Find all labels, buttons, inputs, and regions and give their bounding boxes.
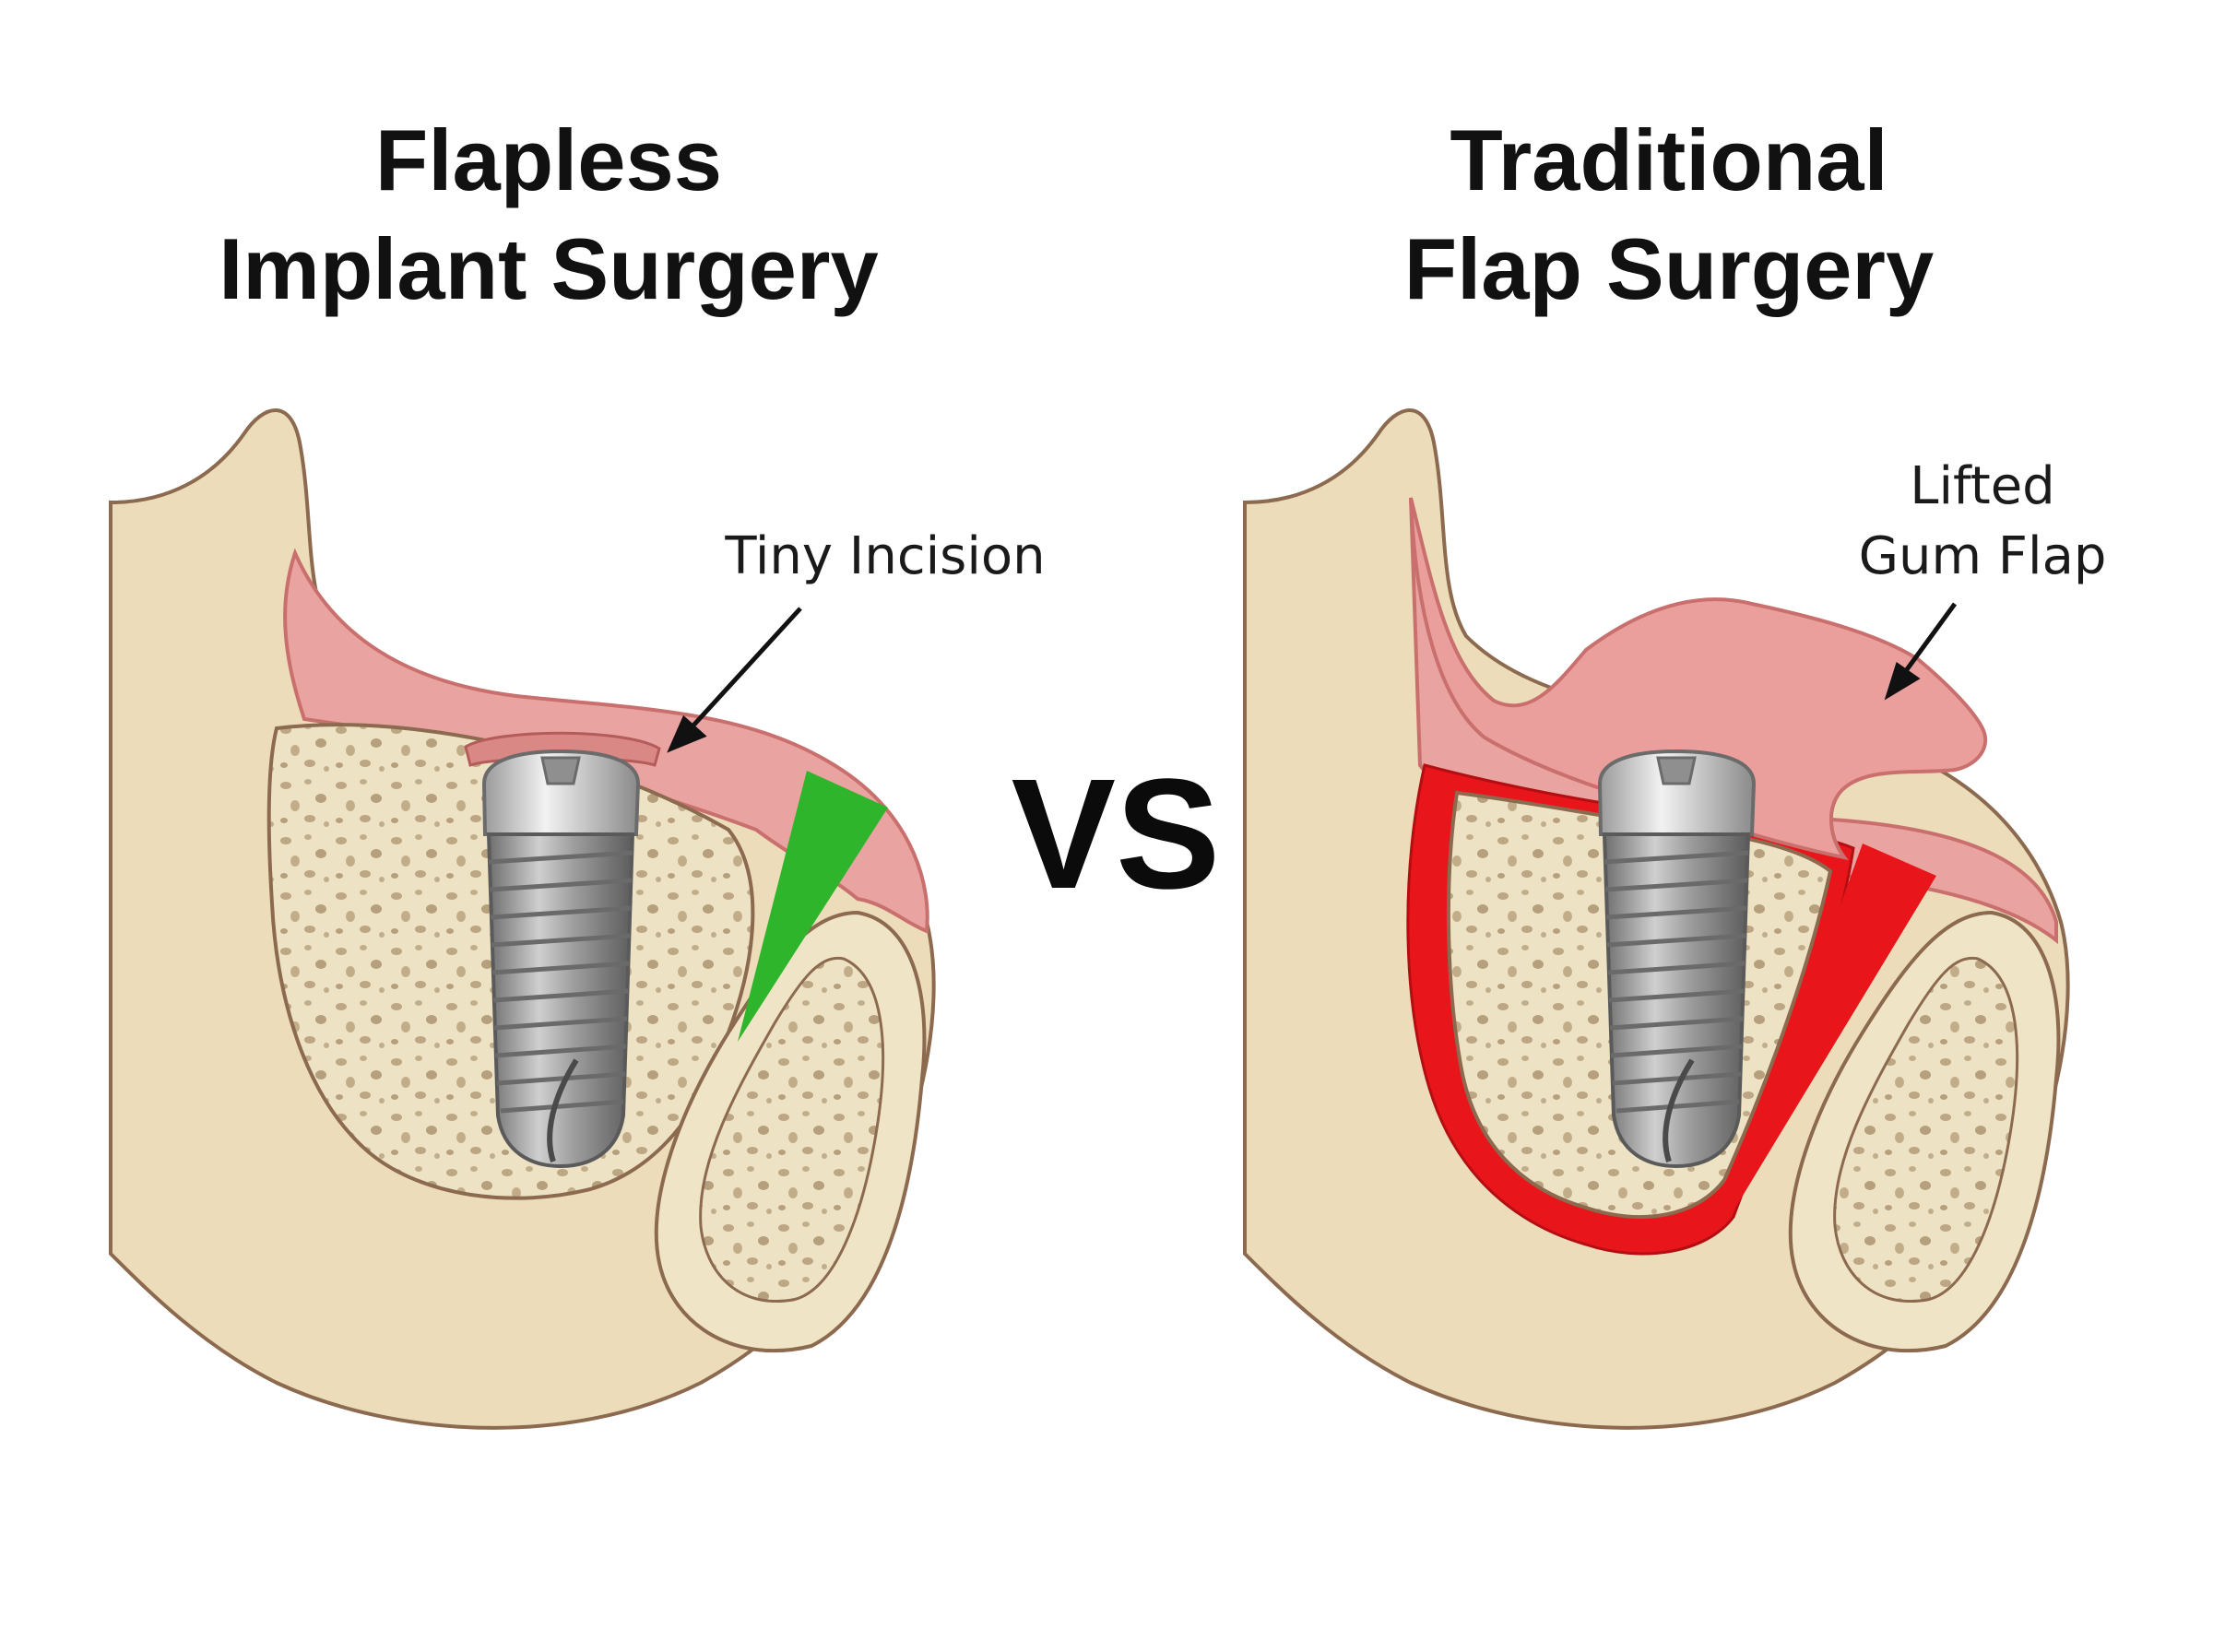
right-jaw-illustration [1243, 408, 2070, 1430]
lifted-gum-flap-line2: Gum Flap [1858, 526, 2107, 586]
left-title: Flapless Implant Surgery [134, 106, 964, 324]
right-trauma-indicator [1724, 844, 1936, 1226]
right-lifted-gum-flap [1409, 497, 1988, 860]
tiny-incision-label: Tiny Incision [701, 522, 1070, 592]
left-title-line2: Implant Surgery [219, 220, 879, 317]
right-title-line1: Traditional [1450, 112, 1888, 208]
left-adjacent-root-inner [699, 956, 885, 1303]
left-jaw-illustration [109, 408, 936, 1430]
right-annotation-arrow [1884, 602, 1958, 701]
right-title-line2: Flap Surgery [1403, 220, 1935, 317]
vs-label: VS [1011, 747, 1221, 922]
right-title: Traditional Flap Surgery [1254, 106, 2084, 324]
left-implant [481, 749, 641, 1169]
right-adjacent-root-inner [1833, 956, 2019, 1303]
lifted-gum-flap-line1: Lifted [1910, 456, 2055, 516]
lifted-gum-flap-label: Lifted Gum Flap [1826, 452, 2139, 592]
right-implant [1597, 749, 1757, 1169]
left-minimal-trauma-indicator [738, 771, 888, 1042]
left-annotation-arrow [667, 607, 802, 753]
left-title-line1: Flapless [374, 112, 723, 208]
tiny-incision-text: Tiny Incision [725, 526, 1046, 586]
